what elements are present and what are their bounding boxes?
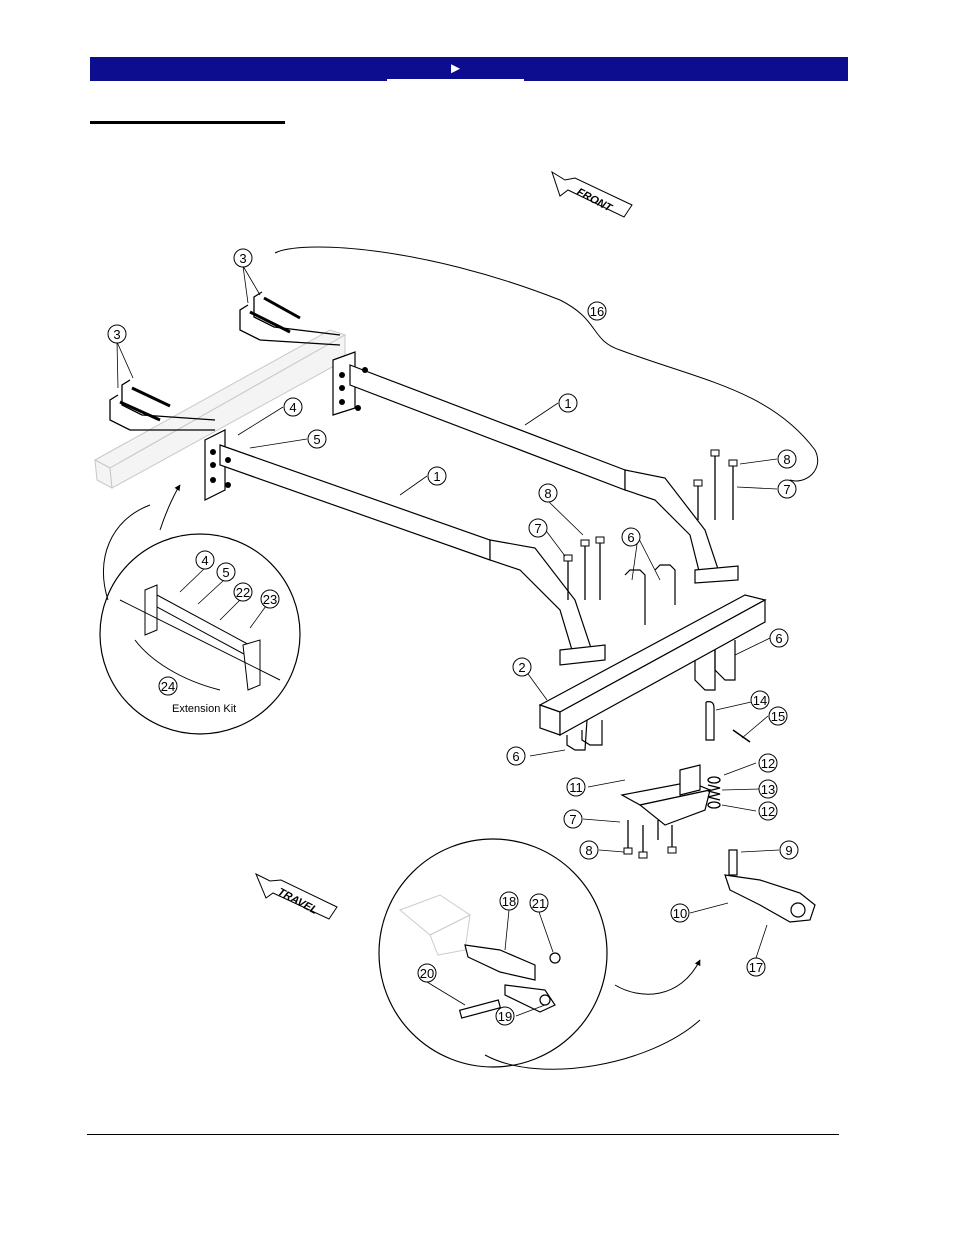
- callout-number-21: 21: [532, 896, 546, 911]
- callout-number-9: 9: [785, 843, 792, 858]
- callout-number-19: 19: [498, 1009, 512, 1024]
- plate-bolts: [210, 367, 368, 488]
- callout-number-7: 7: [569, 812, 576, 827]
- callout-number-8: 8: [544, 486, 551, 501]
- callout-number-18: 18: [502, 894, 516, 909]
- callout-number-4: 4: [289, 400, 296, 415]
- callout-number-3: 3: [113, 327, 120, 342]
- u-bolts-6: [566, 564, 736, 751]
- hitch-detail: [378, 838, 701, 1070]
- callout-number-2: 2: [518, 660, 525, 675]
- extension-kit-detail: Extension Kit: [99, 484, 301, 735]
- hitch-17: [724, 849, 816, 923]
- callout-number-13: 13: [761, 782, 775, 797]
- callout-number-6: 6: [512, 749, 519, 764]
- callout-number-12: 12: [761, 804, 775, 819]
- callout-number-8: 8: [783, 452, 790, 467]
- callout-number-23: 23: [263, 592, 277, 607]
- next-page-link[interactable]: ►: [387, 59, 524, 81]
- callout-number-7: 7: [534, 521, 541, 536]
- callout-number-7: 7: [783, 482, 790, 497]
- spring-13: [707, 776, 721, 809]
- callout-number-20: 20: [420, 966, 434, 981]
- bracket-16-curve: [274, 246, 818, 482]
- callout-number-11: 11: [569, 780, 583, 795]
- top-banner: [90, 57, 848, 81]
- pin-14: [705, 701, 715, 741]
- callout-number-8: 8: [585, 843, 592, 858]
- nuts-washers: [563, 449, 738, 859]
- mounting-bar-rear: [204, 429, 606, 666]
- callout-number-6: 6: [775, 631, 782, 646]
- footer-rule: [87, 1134, 839, 1135]
- hitch-toolbar: [538, 594, 767, 737]
- callout-number-5: 5: [222, 565, 229, 580]
- callout-number-22: 22: [236, 585, 250, 600]
- callout-number-24: 24: [161, 679, 175, 694]
- existing-toolbar-ghost: [93, 329, 347, 489]
- cotter-15: [732, 729, 751, 743]
- callout-number-15: 15: [771, 709, 785, 724]
- u-bolt-left: [109, 379, 216, 431]
- callout-number-12: 12: [761, 756, 775, 771]
- section-title-rule: [90, 121, 285, 124]
- callout-number-4: 4: [201, 553, 208, 568]
- travel-direction-arrow: TRAVEL: [255, 872, 338, 920]
- callout-number-10: 10: [673, 906, 687, 921]
- vertical-bolts: [567, 455, 734, 855]
- callout-number-16: 16: [590, 304, 604, 319]
- callout-number-5: 5: [313, 432, 320, 447]
- callout-number-14: 14: [753, 693, 767, 708]
- extension-kit-label: Extension Kit: [172, 703, 236, 715]
- bracket-11: [620, 764, 713, 826]
- callout-number-1: 1: [564, 396, 571, 411]
- mounting-bar-front: [332, 351, 739, 584]
- u-bolt-right: [239, 291, 341, 346]
- callout-number-6: 6: [627, 530, 634, 545]
- callout-number-3: 3: [239, 251, 246, 266]
- callout-number-17: 17: [749, 960, 763, 975]
- callout-number-1: 1: [433, 469, 440, 484]
- front-direction-arrow: FRONT: [551, 170, 633, 218]
